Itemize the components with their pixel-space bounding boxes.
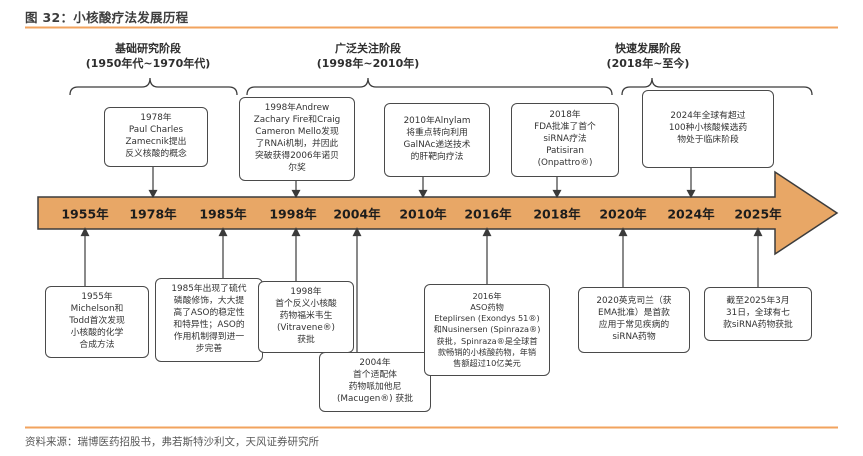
event-box-1955-synthesis: 1955年 Michelson和 Todd首次发现 小核酸的化学 合成方法 [45, 286, 149, 358]
arrowhead-up-icon [218, 227, 228, 237]
timeline-year-label: 1955年 [61, 206, 109, 222]
event-box-2024-pipeline: 2024年全球有超过 100种小核酸候选药 物处于临床阶段 [642, 90, 774, 168]
event-box-2004-macugen: 2004年 首个适配体 药物哌加他尼 (Macugen®) 获批 [319, 352, 431, 412]
event-box-1998-rnai-nobel: 1998年Andrew Zachary Fire和Craig Cameron M… [239, 97, 355, 181]
event-box-1985-aso: 1985年出现了硫代 磷酸修饰，大大提 高了ASO的稳定性 和特异性；ASO的 … [155, 278, 263, 362]
event-box-1998-vitravene: 1998年 首个反义小核酸 药物福米韦生 (Vitravene®) 获批 [258, 281, 354, 353]
timeline-year-label: 2016年 [464, 206, 512, 222]
phase-range: (2018年~至今) [606, 56, 690, 70]
event-box-2016-spinraza: 2016年 ASO药物 Eteplirsen (Exondys 51®) 和Nu… [424, 284, 550, 376]
arrowhead-down-icon [552, 189, 562, 199]
arrowhead-up-icon [753, 227, 763, 237]
arrowhead-down-icon [291, 189, 301, 199]
event-box-2010-alnylam: 2010年Alnylam 将重点转向利用 GalNAc递送技术 的肝靶向疗法 [384, 103, 490, 177]
phase-range: (1998年~2010年) [316, 56, 420, 70]
timeline-year-label: 2018年 [533, 206, 581, 222]
phase-brace-basic-research [69, 77, 238, 96]
timeline-year-label: 2010年 [399, 206, 447, 222]
figure-title: 图 32：小核酸疗法发展历程 [25, 10, 189, 25]
arrowhead-down-icon [148, 189, 158, 199]
event-box-2020-inclisiran: 2020英克司兰（获 EMA批准）是首款 应用于常见疾病的 siRNA药物 [578, 287, 690, 353]
phase-label-rapid-development: 快速发展阶段 (2018年~至今) [607, 42, 690, 72]
event-box-1978-zamecnik: 1978年 Paul Charles Zamecnik提出 反义核酸的概念 [104, 107, 208, 167]
timeline-year-label: 2024年 [667, 206, 715, 222]
phase-label-basic-research: 基础研究阶段 (1950年代~1970年代) [86, 42, 211, 72]
event-box-2018-patisiran: 2018年 FDA批准了首个 siRNA疗法 Patisiran (Onpatt… [511, 103, 619, 177]
arrowhead-down-icon [418, 189, 428, 199]
arrowhead-up-icon [482, 227, 492, 237]
source-note: 资料来源：瑞博医药招股书，弗若斯特沙利文，天风证券研究所 [25, 436, 319, 448]
phase-name: 基础研究阶段 [114, 42, 181, 55]
phase-braces [69, 77, 813, 96]
arrowhead-down-icon [686, 189, 696, 199]
arrowhead-up-icon [291, 227, 301, 237]
arrowhead-up-icon [618, 227, 628, 237]
timeline-year-label: 1985年 [199, 206, 247, 222]
phase-range: (1950年代~1970年代) [85, 56, 211, 70]
phase-brace-rapid-development [621, 77, 813, 96]
timeline-arrow [37, 170, 839, 256]
event-box-2025-sirna: 截至2025年3月 31日，全球有七 款siRNA药物获批 [704, 287, 812, 341]
arrowhead-up-icon [80, 227, 90, 237]
timeline-year-label: 2025年 [734, 206, 782, 222]
timeline-year-label: 2020年 [599, 206, 647, 222]
phase-name: 快速发展阶段 [614, 42, 681, 55]
arrowhead-up-icon [352, 227, 362, 237]
timeline-year-label: 1978年 [129, 206, 177, 222]
timeline-year-label: 2004年 [333, 206, 381, 222]
timeline-year-label: 1998年 [269, 206, 317, 222]
phase-name: 广泛关注阶段 [334, 42, 401, 55]
phase-label-wide-attention: 广泛关注阶段 (1998年~2010年) [317, 42, 420, 72]
phase-brace-wide-attention [246, 77, 613, 96]
